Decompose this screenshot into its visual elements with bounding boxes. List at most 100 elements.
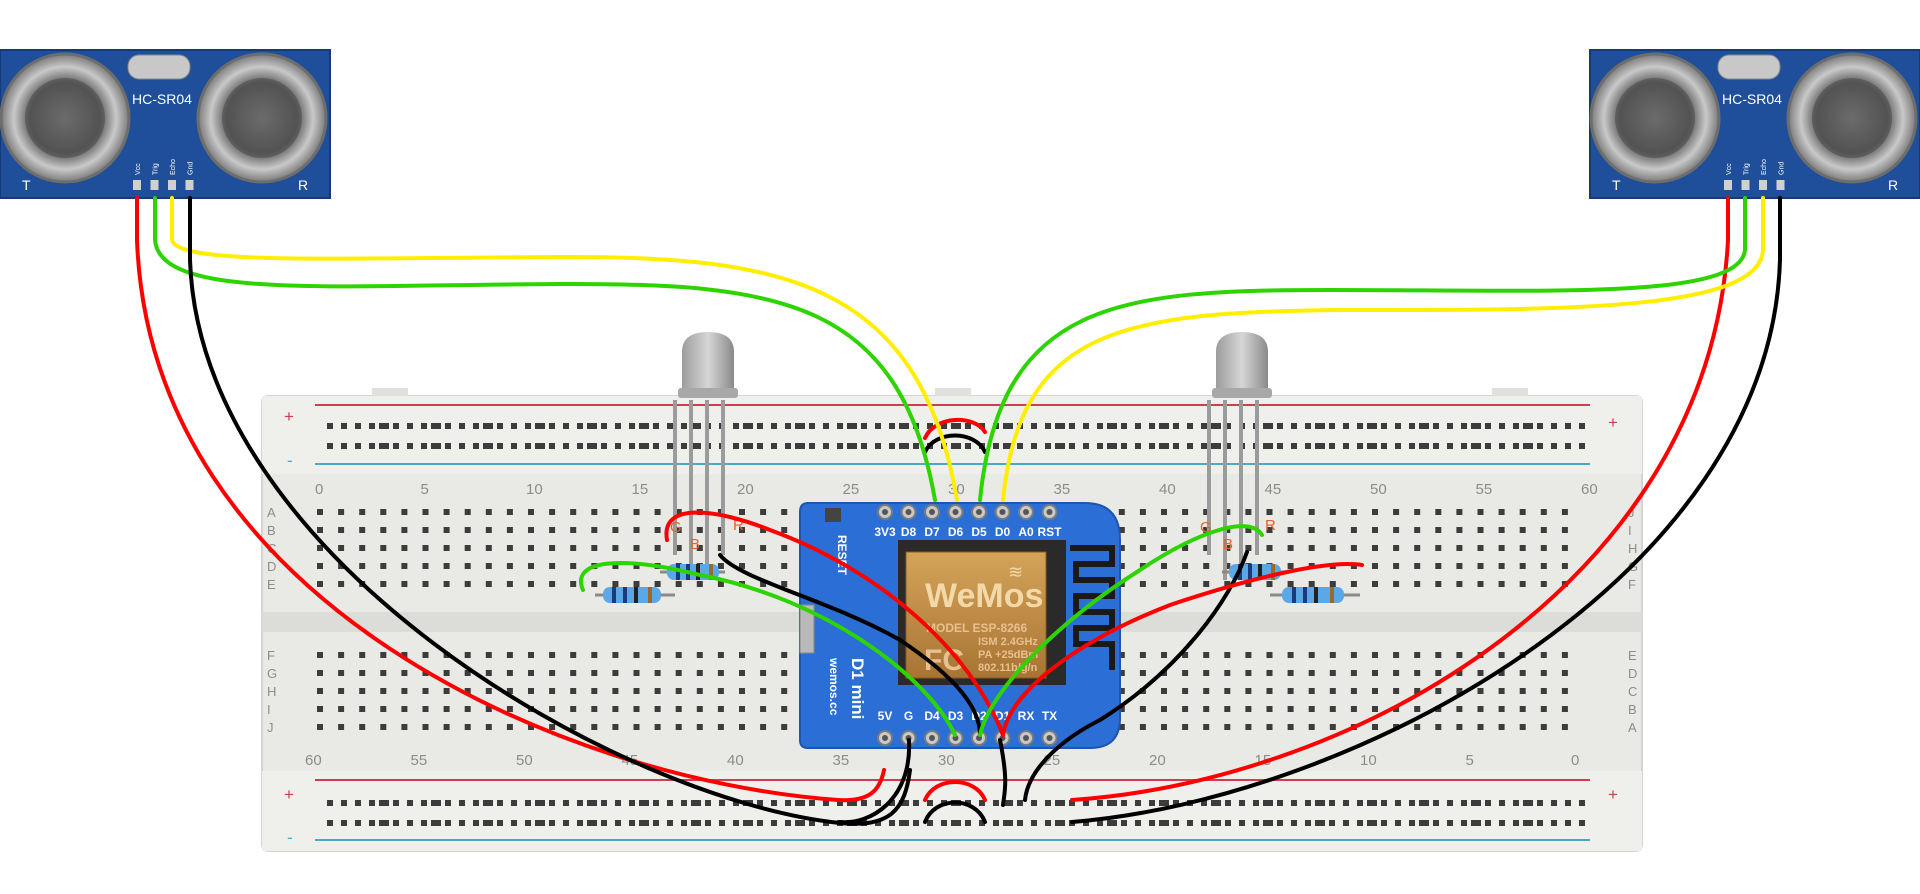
rail-hole	[615, 820, 621, 826]
breadboard-hole	[1540, 545, 1547, 551]
breadboard-hole	[528, 688, 534, 694]
rail-hole	[431, 820, 437, 826]
rail-hole	[483, 800, 489, 806]
rail-hole	[1419, 423, 1425, 429]
rail-hole	[1277, 800, 1283, 806]
breadboard-hole	[528, 670, 534, 676]
resistor-band	[634, 587, 638, 603]
rail-hole	[421, 423, 427, 429]
row-letter: J	[267, 720, 274, 735]
breadboard-hole	[422, 706, 429, 712]
breadboard-hole	[1350, 652, 1357, 658]
rail-hole	[1211, 443, 1217, 449]
rail-hole	[487, 443, 493, 449]
rail-hole	[1371, 443, 1377, 449]
rail-hole	[1499, 800, 1505, 806]
rail-hole	[1371, 800, 1377, 806]
breadboard-hole	[443, 724, 450, 730]
rail-hole	[549, 443, 555, 449]
rail-hole	[407, 423, 413, 429]
breadboard-hole	[1245, 527, 1252, 533]
breadboard-hole	[317, 563, 323, 569]
rail-hole	[1367, 820, 1373, 826]
rail-hole	[903, 800, 909, 806]
rail-hole	[591, 820, 597, 826]
rail-hole	[563, 423, 569, 429]
breadboard-hole	[1414, 688, 1421, 694]
row-letter: E	[267, 577, 276, 592]
row-letter: A	[1628, 720, 1637, 735]
breadboard-hole	[633, 724, 640, 730]
rail-hole	[1003, 820, 1009, 826]
breadboard-hole	[1519, 706, 1526, 712]
breadboard-hole	[1519, 581, 1526, 587]
rail-hole	[601, 800, 607, 806]
breadboard-hole	[739, 527, 745, 533]
board-pin-label: G	[904, 709, 913, 723]
rail-hole	[1135, 800, 1141, 806]
breadboard-hole	[1393, 527, 1400, 533]
wire-board-d1-bottom	[998, 738, 1008, 807]
rail-hole	[1121, 800, 1127, 806]
breadboard-hole	[591, 581, 598, 587]
breadboard-hole	[1182, 527, 1189, 533]
wire-right-sensor-trig	[978, 196, 1747, 502]
sensor-pin	[150, 180, 159, 190]
rail-hole	[875, 820, 881, 826]
breadboard-hole	[359, 527, 366, 533]
breadboard-hole	[317, 688, 323, 694]
rail-hole	[1461, 800, 1467, 806]
sensor-r-label: R	[298, 177, 308, 193]
breadboard-hole	[612, 706, 619, 712]
rail-hole	[601, 820, 607, 826]
rail-hole	[695, 800, 701, 806]
rgb-led-left: G B R	[670, 332, 744, 580]
rail-hole	[1475, 820, 1481, 826]
rail-hole	[1211, 423, 1217, 429]
breadboard-hole	[760, 509, 767, 515]
breadboard-hole	[506, 652, 513, 658]
breadboard-hole	[1393, 670, 1400, 676]
rail-hole	[1187, 820, 1193, 826]
breadboard-hole	[549, 545, 556, 551]
breadboard-hole	[1372, 652, 1378, 658]
resistor-band	[676, 564, 680, 580]
breadboard-hole	[1372, 527, 1378, 533]
antenna-trace	[1070, 545, 1115, 670]
rail-hole	[1083, 820, 1089, 826]
breadboard-hole	[401, 581, 408, 587]
rail-hole	[1513, 443, 1519, 449]
rail-hole	[1163, 443, 1169, 449]
rail-hole	[1565, 423, 1571, 429]
rail-hole	[1017, 820, 1023, 826]
breadboard-hole	[739, 706, 745, 712]
rail-hole	[1305, 800, 1311, 806]
breadboard-hole	[591, 527, 598, 533]
sensor-pin	[1759, 180, 1767, 190]
rail-hole	[1159, 443, 1165, 449]
breadboard-hole	[443, 527, 450, 533]
breadboard-hole	[1540, 724, 1547, 730]
row-letter: H	[267, 684, 276, 699]
rail-hole	[421, 800, 427, 806]
breadboard-hole	[1139, 509, 1146, 515]
breadboard-hole	[612, 652, 619, 658]
breadboard-hole	[1118, 670, 1125, 676]
breadboard-hole	[1161, 527, 1167, 533]
rail-hole	[1371, 820, 1377, 826]
breadboard-hole	[1203, 724, 1210, 730]
rail-hole	[903, 820, 909, 826]
breadboard-hole	[317, 670, 323, 676]
breadboard-hole	[760, 652, 767, 658]
breadboard-hole	[1561, 724, 1568, 730]
rail-hole	[1007, 800, 1013, 806]
breadboard-hole	[1329, 688, 1336, 694]
rail-hole	[1055, 820, 1061, 826]
column-number: 20	[1149, 752, 1166, 769]
rail-hole	[1055, 800, 1061, 806]
rail-hole	[1263, 800, 1269, 806]
rail-hole	[1267, 820, 1273, 826]
breadboard-hole	[1245, 670, 1252, 676]
